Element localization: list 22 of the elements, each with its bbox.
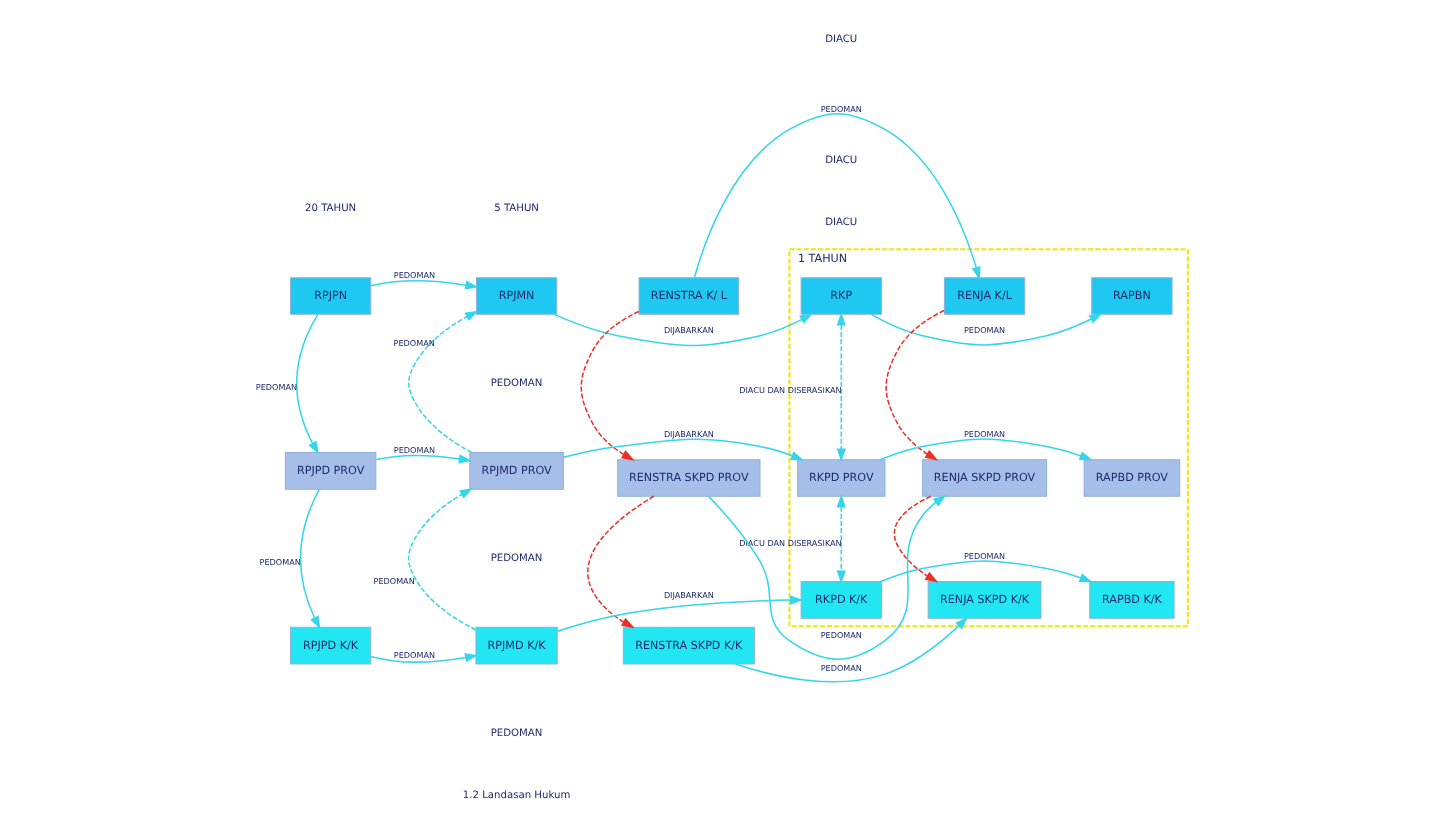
arrow	[370, 279, 479, 290]
arrow	[885, 309, 945, 461]
arrow	[580, 310, 640, 461]
arrow	[587, 495, 655, 629]
arrow	[370, 652, 479, 663]
arrow	[556, 595, 804, 632]
arrow	[879, 438, 1093, 461]
arrow	[407, 488, 477, 631]
arrow	[296, 313, 319, 455]
arrow	[553, 313, 814, 347]
arrow	[734, 616, 969, 683]
arrow	[870, 313, 1103, 346]
arrow	[836, 312, 846, 462]
arrow	[408, 310, 479, 454]
arrow	[836, 494, 846, 584]
arrow	[707, 494, 947, 660]
arrow	[693, 112, 981, 280]
arrow	[299, 488, 321, 630]
arrow	[375, 454, 473, 464]
arrow	[562, 438, 805, 461]
arrow	[879, 560, 1093, 583]
arrow	[893, 495, 939, 583]
